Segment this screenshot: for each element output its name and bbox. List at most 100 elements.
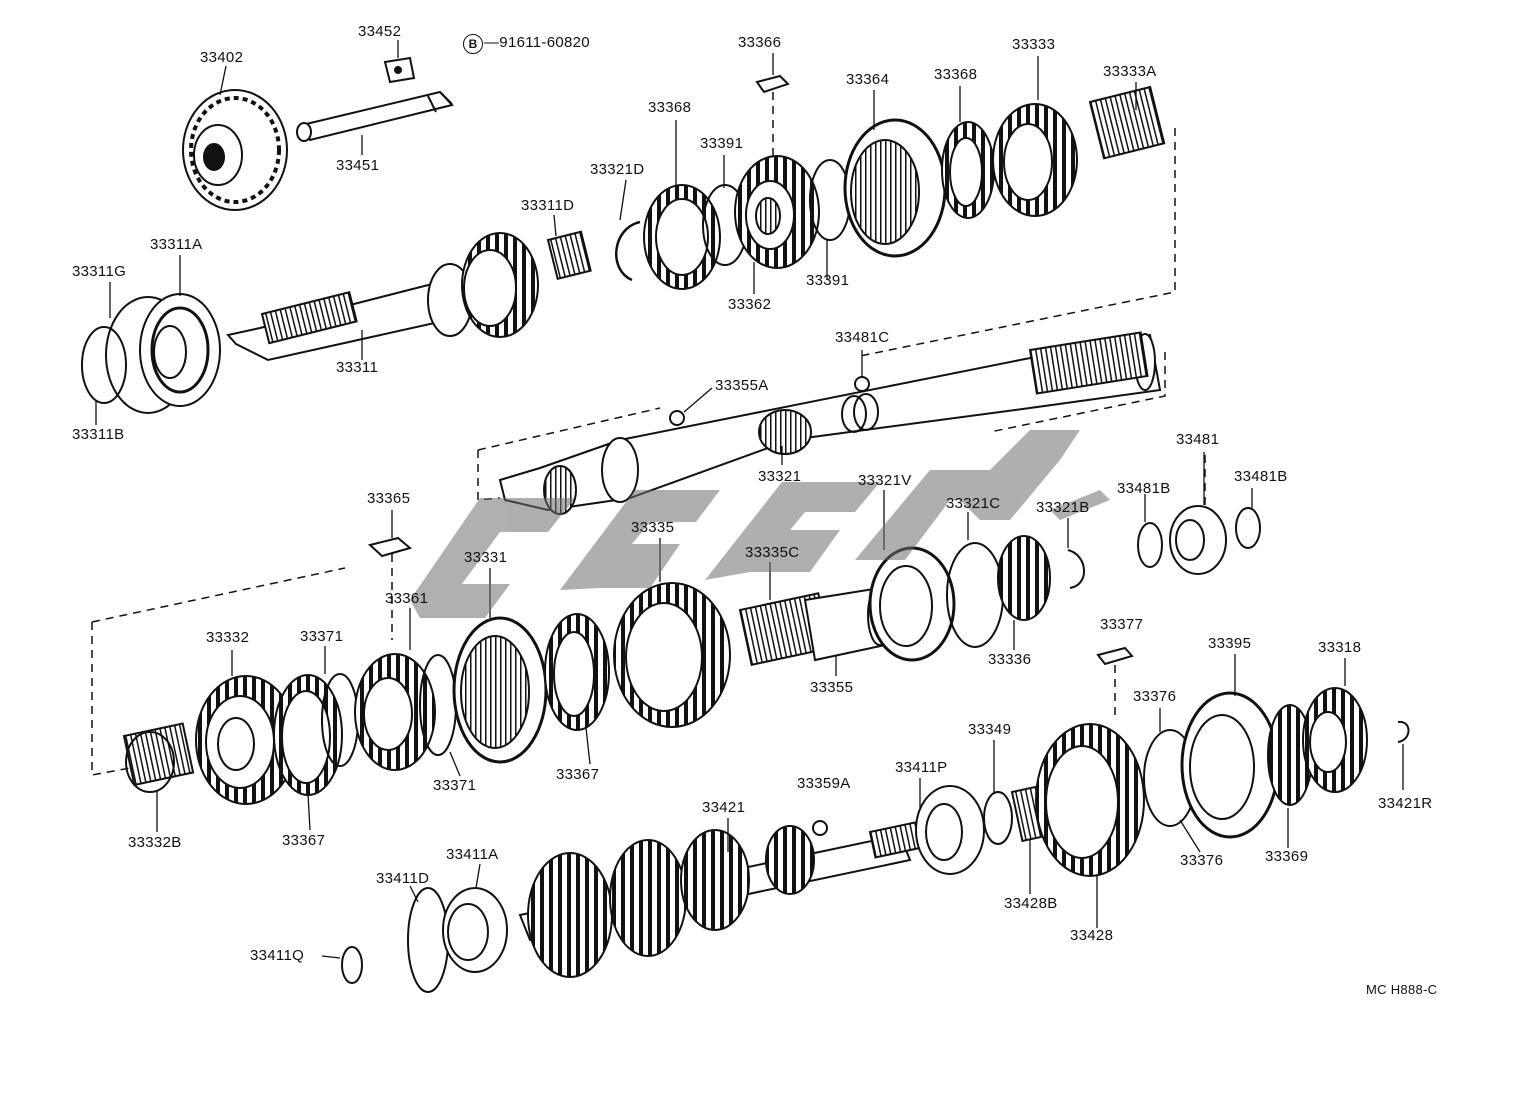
label-33395[interactable]: 33395 (1208, 635, 1252, 652)
label-33481C[interactable]: 33481C (835, 329, 890, 346)
part-33311A-bearing[interactable] (139, 293, 221, 407)
part-33335-gear[interactable] (613, 582, 731, 728)
label-33428[interactable]: 33428 (1070, 927, 1114, 944)
part-33361-hub[interactable] (354, 653, 436, 771)
label-33311[interactable]: 33311 (336, 359, 379, 376)
label-33335C[interactable]: 33335C (745, 544, 800, 561)
part-33349-spacer[interactable] (983, 791, 1013, 845)
part-33411P-bearing[interactable] (915, 785, 985, 875)
part-33367-synchro-ring-2[interactable] (544, 613, 610, 731)
label-33359A[interactable]: 33359A (797, 775, 851, 792)
label-33451[interactable]: 33451 (336, 157, 380, 174)
label-33391-top[interactable]: 33391 (700, 135, 744, 152)
part-33481B-snap-ring[interactable] (1137, 522, 1163, 568)
part-33481C-ball[interactable] (854, 376, 870, 392)
part-33311B-snap-ring[interactable] (81, 326, 127, 404)
label-33421R[interactable]: 33421R (1378, 795, 1433, 812)
label-33311B[interactable]: 33311B (72, 426, 125, 443)
part-33411A-bearing[interactable] (442, 887, 508, 973)
label-33335[interactable]: 33335 (631, 519, 675, 536)
label-33311A[interactable]: 33311A (150, 236, 203, 253)
label-33364[interactable]: 33364 (846, 71, 890, 88)
label-33332[interactable]: 33332 (206, 629, 250, 646)
label-33361[interactable]: 33361 (385, 590, 429, 607)
label-33366[interactable]: 33366 (738, 34, 782, 51)
label-33321D[interactable]: 33321D (590, 161, 645, 178)
label-91611-60820[interactable]: —91611-60820 (484, 34, 590, 51)
part-33452-lock-plate[interactable] (383, 56, 416, 84)
label-33333[interactable]: 33333 (1012, 36, 1056, 53)
part-33321V-bearing[interactable] (868, 546, 956, 662)
label-33452[interactable]: 33452 (358, 23, 402, 40)
label-33321B[interactable]: 33321B (1036, 499, 1090, 516)
label-33333A[interactable]: 33333A (1103, 63, 1157, 80)
label-33411A[interactable]: 33411A (446, 846, 499, 863)
part-33481-nut[interactable] (1169, 505, 1227, 575)
part-33318-gear[interactable] (1302, 687, 1368, 793)
part-33481B-snap-ring-2[interactable] (1235, 507, 1261, 549)
part-33362-hub[interactable] (734, 155, 820, 269)
part-33321C-snap-ring[interactable] (946, 542, 1004, 648)
part-33336-gear[interactable] (997, 535, 1051, 621)
part-33333A-bearing[interactable] (1088, 85, 1166, 160)
part-33428-gear[interactable] (1035, 723, 1145, 877)
label-33321V[interactable]: 33321V (858, 472, 912, 489)
part-33331-sleeve[interactable] (452, 616, 548, 764)
label-33367-left[interactable]: 33367 (282, 832, 326, 849)
part-33411Q-snap-ring[interactable] (341, 946, 363, 984)
label-33411P[interactable]: 33411P (895, 759, 948, 776)
label-33369[interactable]: 33369 (1265, 848, 1309, 865)
label-33368-left[interactable]: 33368 (648, 99, 692, 116)
label-33376-top[interactable]: 33376 (1133, 688, 1177, 705)
part-33321D-snap-ring[interactable] (615, 220, 641, 282)
part-33365-key[interactable] (367, 536, 413, 558)
part-33332-gear[interactable] (195, 675, 297, 805)
label-33311D[interactable]: 33311D (521, 197, 575, 214)
label-33411Q[interactable]: 33411Q (250, 947, 305, 964)
part-33332B-bearing[interactable] (122, 722, 195, 793)
part-33311D-bearing[interactable] (546, 230, 592, 281)
label-33331[interactable]: 33331 (464, 549, 508, 566)
label-33481B-right[interactable]: 33481B (1234, 468, 1288, 485)
part-33355A-ball[interactable] (669, 410, 685, 426)
label-33371-top[interactable]: 33371 (300, 628, 344, 645)
label-33362[interactable]: 33362 (728, 296, 772, 313)
label-33376-bottom[interactable]: 33376 (1180, 852, 1224, 869)
label-33371-bottom[interactable]: 33371 (433, 777, 477, 794)
part-33311-input-shaft[interactable] (226, 232, 539, 362)
label-33402[interactable]: 33402 (200, 49, 244, 66)
part-33395-sleeve[interactable] (1180, 691, 1280, 839)
label-33391-bottom[interactable]: 33391 (806, 272, 850, 289)
label-33321C[interactable]: 33321C (946, 495, 1001, 512)
label-33311G[interactable]: 33311G (72, 263, 127, 280)
label-33377[interactable]: 33377 (1100, 616, 1144, 633)
label-33367-right[interactable]: 33367 (556, 766, 600, 783)
part-33421R-snap-ring[interactable] (1397, 720, 1410, 743)
part-33402-gear[interactable] (182, 89, 288, 211)
label-33355A[interactable]: 33355A (715, 377, 769, 394)
part-33366-key[interactable] (755, 74, 790, 94)
part-33368-synchro-ring[interactable] (643, 184, 721, 290)
label-33349[interactable]: 33349 (968, 721, 1012, 738)
label-33368-top[interactable]: 33368 (934, 66, 978, 83)
part-33321B-snap-ring[interactable] (1067, 549, 1085, 589)
part-33359A-ball[interactable] (812, 820, 828, 836)
label-33336[interactable]: 33336 (988, 651, 1032, 668)
label-33318[interactable]: 33318 (1318, 639, 1362, 656)
label-33332B[interactable]: 33332B (128, 834, 182, 851)
part-33368-synchro-ring-2[interactable] (941, 121, 995, 219)
part-33367-synchro-ring[interactable] (273, 674, 343, 796)
label-33365[interactable]: 33365 (367, 490, 411, 507)
label-33411D[interactable]: 33411D (376, 870, 430, 887)
label-33428B[interactable]: 33428B (1004, 895, 1058, 912)
part-33411D-snap-ring[interactable] (407, 887, 449, 993)
part-33377-key[interactable] (1096, 646, 1134, 666)
label-33421[interactable]: 33421 (702, 799, 746, 816)
part-33421-counter-gear[interactable] (518, 820, 924, 978)
part-33451-shaft[interactable] (296, 90, 454, 142)
part-33364-sleeve[interactable] (843, 118, 947, 258)
label-33481[interactable]: 33481 (1176, 431, 1220, 448)
label-33321[interactable]: 33321 (758, 468, 802, 485)
label-33355[interactable]: 33355 (810, 679, 854, 696)
label-33481B-left[interactable]: 33481B (1117, 480, 1171, 497)
